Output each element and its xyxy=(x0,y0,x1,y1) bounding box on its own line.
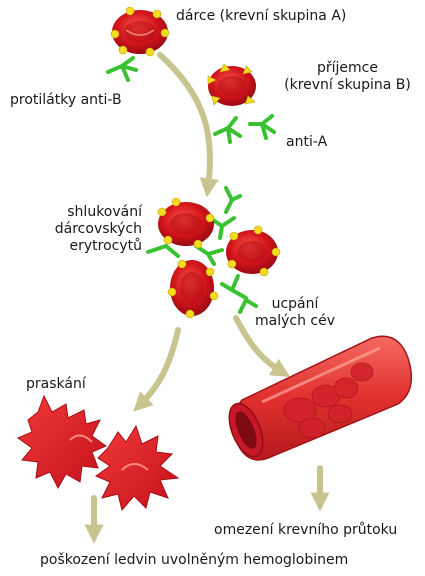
label-recipient-line2: (krevní skupina B) xyxy=(270,77,425,94)
label-antibodies-a: anti-A xyxy=(286,134,327,151)
recipient-red-cell xyxy=(208,64,256,106)
label-recipient: příjemce (krevní skupina B) xyxy=(270,60,425,94)
arrow-cluster-to-lysis xyxy=(140,330,178,405)
blocked-blood-vessel xyxy=(223,336,412,461)
label-blockage: ucpání malých cév xyxy=(240,296,350,330)
label-recipient-line1: příjemce xyxy=(270,60,425,77)
label-agglutination-line2: dárcovských xyxy=(0,221,142,238)
label-blockage-line1: ucpání xyxy=(240,296,350,313)
anti-a-antibodies xyxy=(215,116,274,142)
label-agglutination-line3: erytrocytů xyxy=(0,238,142,255)
label-blockage-line2: malých cév xyxy=(240,313,350,330)
label-flow-limit: omezení krevního průtoku xyxy=(214,522,397,539)
anti-b-antibody xyxy=(108,58,136,80)
label-antibodies-b: protilátky anti-B xyxy=(10,92,122,109)
label-agglutination-line1: shlukování xyxy=(0,204,142,221)
label-kidney-damage: poškození ledvin uvolněným hemoglobinem xyxy=(40,552,348,569)
burst-red-cells xyxy=(18,396,178,510)
label-agglutination: shlukování dárcovských erytrocytů xyxy=(0,204,142,255)
label-donor: dárce (krevní skupina A) xyxy=(176,8,346,25)
arrow-donor-to-cluster xyxy=(160,55,210,188)
label-lysis: praskání xyxy=(26,376,86,393)
donor-red-cell xyxy=(111,7,169,56)
